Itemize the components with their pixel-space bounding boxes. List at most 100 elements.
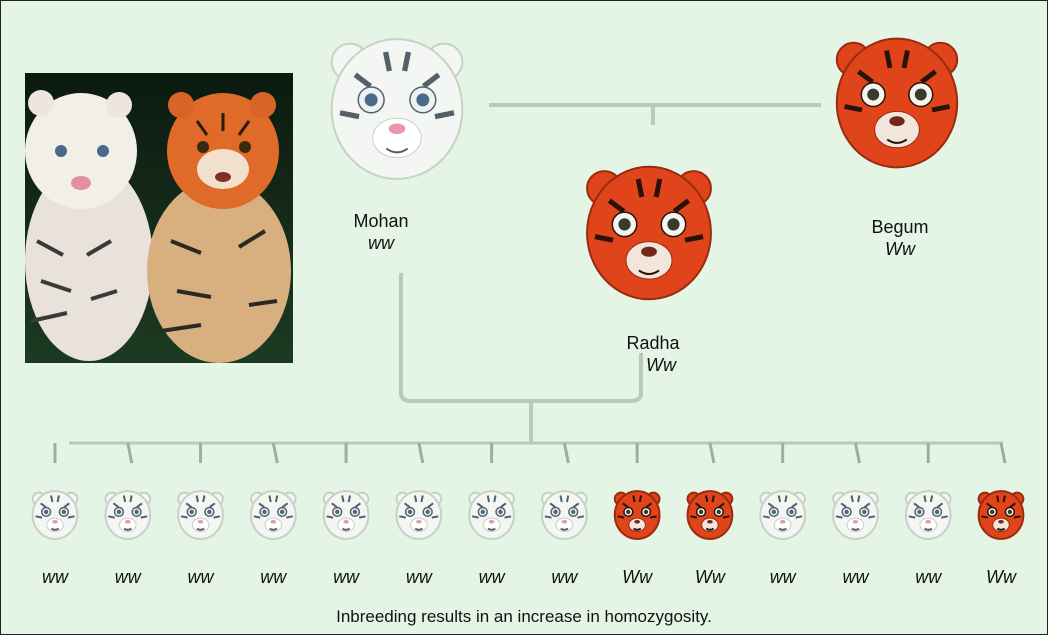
- pupil-shape: [553, 509, 558, 515]
- pupil-shape: [698, 509, 704, 515]
- nose-shape: [707, 519, 713, 524]
- stripe-mark: [258, 502, 265, 509]
- offspring-genotype: Ww: [694, 567, 725, 587]
- head-shape: [835, 37, 959, 169]
- mouth-shape: [487, 527, 496, 531]
- pupil-shape: [207, 509, 212, 515]
- stripe-mark: [108, 515, 115, 519]
- stripe-mark: [684, 234, 704, 243]
- stripe-mark: [594, 234, 614, 243]
- muzzle-shape: [191, 517, 210, 533]
- stripe-mark: [607, 198, 626, 214]
- stripe-mark: [913, 502, 920, 509]
- mohan-name: Mohan: [353, 211, 409, 231]
- muzzle-shape: [372, 117, 422, 159]
- nose-shape: [925, 519, 932, 524]
- mouth-shape: [886, 138, 908, 144]
- mouth-shape: [414, 527, 424, 531]
- head-shape: [468, 490, 515, 540]
- stripe-mark: [422, 72, 441, 89]
- pupil-shape: [844, 509, 849, 515]
- stripe-mark: [202, 495, 206, 503]
- offspring-genotype: Ww: [986, 567, 1016, 587]
- pupil-shape: [643, 509, 649, 515]
- stripe-mark: [857, 69, 874, 84]
- stripe-mark: [1013, 515, 1021, 519]
- stripe-mark: [129, 495, 133, 503]
- stripe-mark: [354, 502, 361, 509]
- stripe-mark: [622, 502, 629, 509]
- head-shape: [904, 490, 952, 540]
- muzzle-shape: [46, 517, 64, 533]
- stripe-mark: [850, 495, 854, 503]
- offspring-face: [468, 490, 515, 540]
- nose-shape: [889, 116, 905, 127]
- head-shape: [586, 165, 712, 301]
- head-shape: [832, 490, 879, 540]
- head-shape: [541, 490, 588, 540]
- offspring-face: [686, 490, 734, 540]
- pedigree-lines: [69, 103, 1003, 445]
- muzzle-shape: [701, 517, 719, 533]
- offspring-genotype: ww: [187, 567, 214, 587]
- nose-shape: [197, 519, 204, 524]
- drop-line: [708, 442, 716, 464]
- offspring-face: [322, 490, 370, 540]
- offspring-face: [541, 490, 588, 540]
- pupil-shape: [43, 509, 49, 515]
- pupil-shape: [480, 509, 485, 515]
- stripe-mark: [358, 515, 366, 519]
- head-shape: [104, 490, 152, 540]
- stripe-mark: [1002, 495, 1006, 503]
- mouth-shape: [341, 527, 351, 531]
- offspring-genotype: ww: [260, 567, 287, 587]
- stripe-mark: [996, 495, 1000, 503]
- nose-shape: [124, 519, 131, 524]
- offspring-genotype: ww: [405, 567, 432, 587]
- pupil-shape: [716, 509, 721, 515]
- drop-line: [417, 442, 425, 464]
- mohan-face: [330, 38, 464, 180]
- drop-line: [271, 442, 279, 464]
- stripe-mark: [326, 515, 334, 519]
- stripe-mark: [840, 502, 847, 509]
- stripe-mark: [572, 502, 580, 509]
- pupil-shape: [134, 509, 139, 515]
- mouth-shape: [778, 527, 787, 531]
- figure-caption: Inbreeding results in an increase in hom…: [336, 607, 712, 626]
- stripe-mark: [185, 502, 193, 509]
- muzzle-shape: [992, 517, 1010, 533]
- pupil-shape: [771, 509, 777, 515]
- stripe-mark: [931, 104, 950, 113]
- stripe-mark: [649, 515, 657, 519]
- pupil-shape: [425, 509, 430, 515]
- head-shape: [249, 490, 297, 540]
- stripe-mark: [863, 502, 871, 509]
- pupil-shape: [335, 509, 340, 515]
- stripe-mark: [347, 495, 351, 503]
- offspring-genotype: ww: [114, 567, 141, 587]
- stripe-mark: [401, 51, 412, 72]
- muzzle-shape: [118, 517, 137, 533]
- mouth-shape: [996, 527, 1006, 531]
- muzzle-shape: [773, 517, 792, 533]
- nose-shape: [52, 519, 58, 524]
- muzzle-shape: [337, 517, 355, 533]
- pupil-shape: [407, 509, 413, 515]
- muzzle-shape: [846, 517, 865, 533]
- stripe-mark: [40, 502, 47, 509]
- stripe-mark: [274, 495, 279, 503]
- muzzle-shape: [628, 517, 646, 533]
- stripe-mark: [901, 50, 910, 69]
- stripe-mark: [281, 502, 289, 509]
- stripe-mark: [566, 495, 570, 503]
- stripe-mark: [936, 502, 944, 509]
- stripe-mark: [63, 502, 70, 509]
- stripe-mark: [920, 69, 937, 84]
- stripe-mark: [504, 515, 512, 519]
- nose-shape: [779, 519, 786, 524]
- stripe-mark: [500, 502, 507, 509]
- stripe-mark: [929, 495, 934, 503]
- white-tiger-photo: [25, 90, 153, 361]
- mouth-shape: [269, 527, 278, 531]
